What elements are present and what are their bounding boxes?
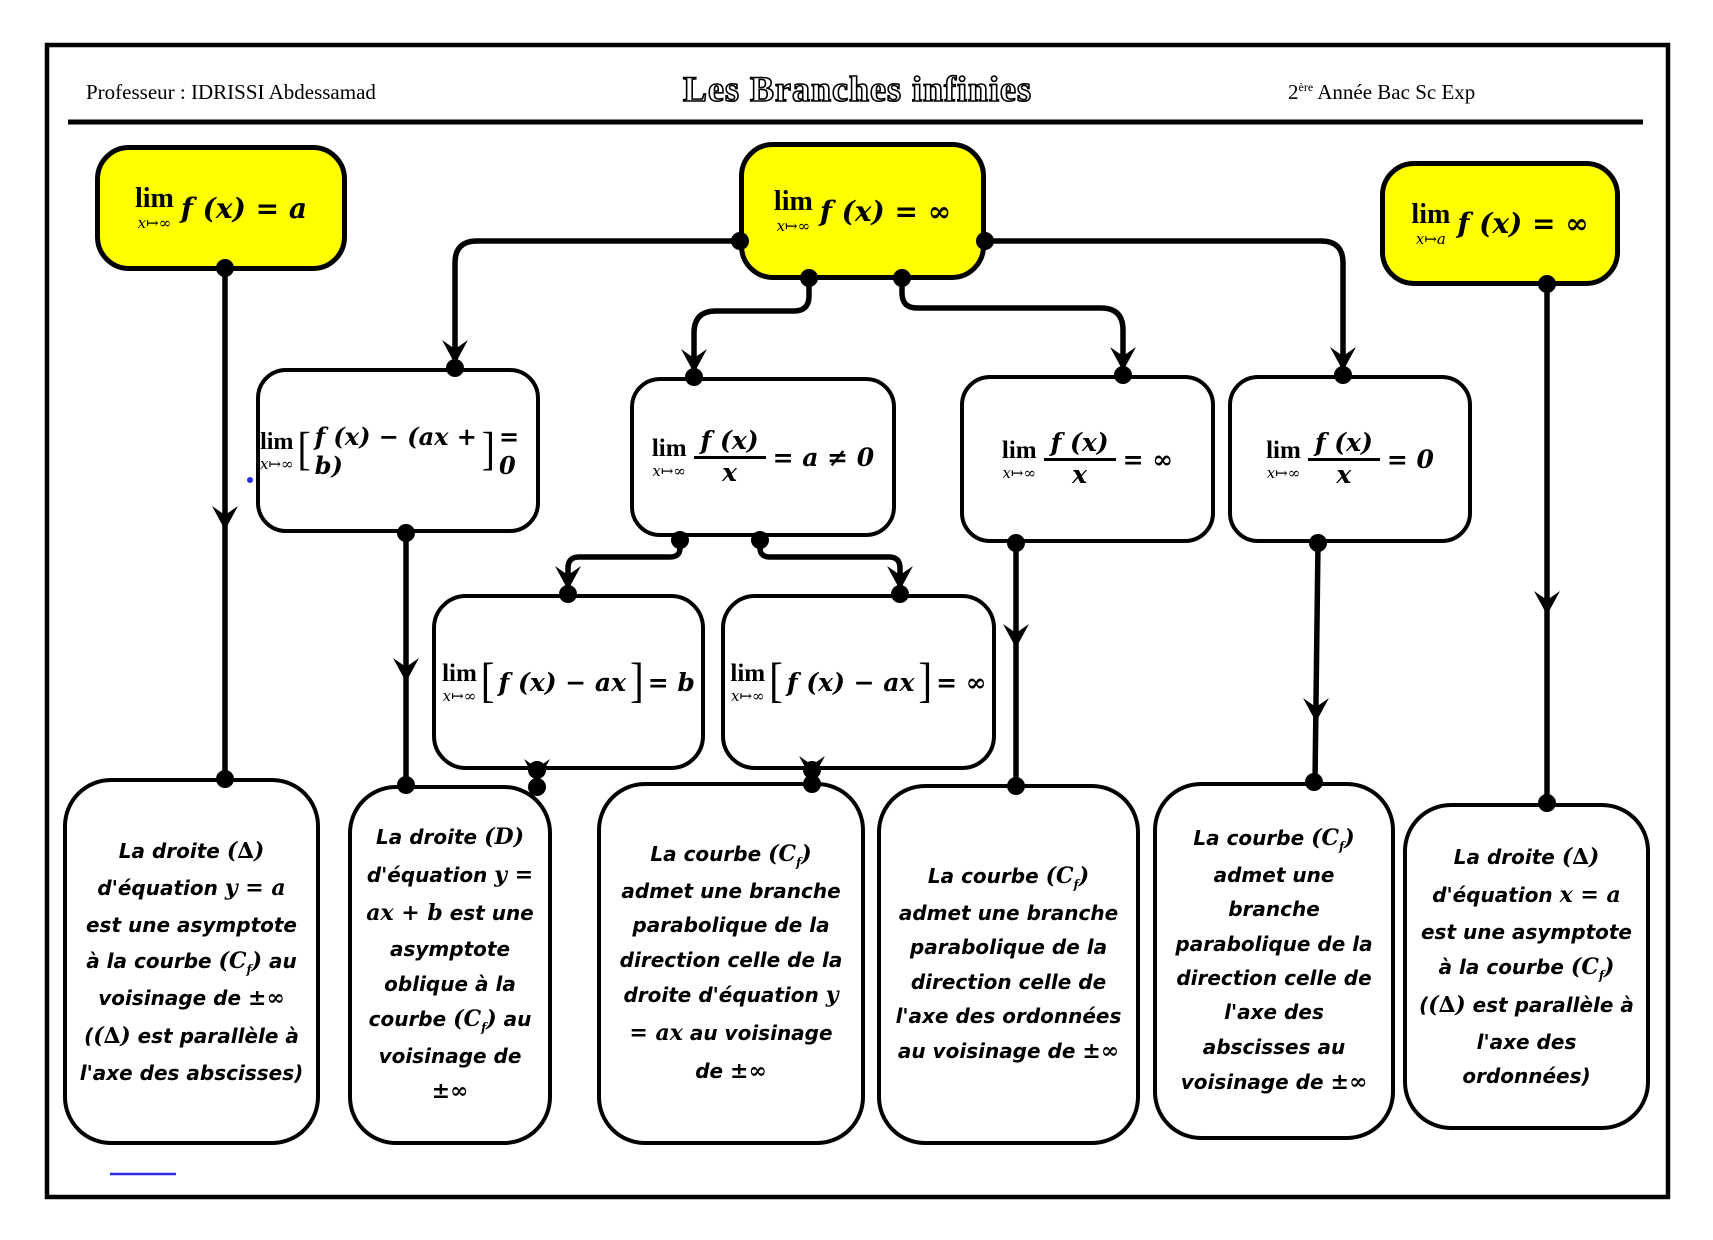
conclusion-text: La courbe (Cf) admet une branche parabol… <box>619 841 843 1084</box>
open-bracket: [ <box>769 652 783 708</box>
close-bracket: ] <box>630 652 644 708</box>
conclusion-vertical-asymptote: La droite (∆) d'équation x = a est une a… <box>1403 803 1650 1130</box>
arrow-r2-to-s1 <box>565 540 683 594</box>
formula-rhs: = ∞ <box>936 667 987 697</box>
formula-body: f (x) − (ax + b) <box>314 421 477 480</box>
arrow-y2-to-r4 <box>985 238 1346 375</box>
conclusion-parabolic-branch-line-y-ax: La courbe (Cf) admet une branche parabol… <box>597 782 865 1145</box>
conclusion-text: La courbe (Cf) admet une branche parabol… <box>895 862 1122 1065</box>
arrow-y2-to-r1 <box>452 238 740 368</box>
fraction: f (x)x <box>1043 428 1116 490</box>
formula-rhs: = b <box>647 667 695 697</box>
formula-rhs: = ∞ <box>1122 444 1174 474</box>
formula-rhs: = a ≠ 0 <box>772 442 875 472</box>
conclusion-parabolic-branch-y-axis: La courbe (Cf) admet une branche parabol… <box>877 784 1140 1145</box>
formula-rhs: = 0 <box>498 421 520 480</box>
conclusion-text: La courbe (Cf) admet une branche parabol… <box>1175 825 1373 1096</box>
conclusion-horizontal-asymptote: La droite (∆) d'équation y = a est une a… <box>63 778 320 1145</box>
arrow-r2-to-s2 <box>757 540 903 594</box>
arrow-y2-to-r2 <box>691 278 812 377</box>
formula-body: f (x) − ax <box>786 667 915 697</box>
grade-base: 2 <box>1288 80 1299 104</box>
fraction: f (x)x <box>693 426 766 488</box>
arrow-r4-to-b5 <box>1312 542 1321 783</box>
formula-body: f (x) = ∞ <box>819 194 952 228</box>
close-bracket: ] <box>918 652 933 708</box>
formula-body: f (x) = ∞ <box>1457 207 1589 240</box>
conclusion-text: La droite (∆) d'équation x = a est une a… <box>1419 844 1634 1089</box>
open-bracket: [ <box>480 652 495 708</box>
fraction: f (x)x <box>1307 428 1380 490</box>
grade-rest: Année Bac Sc Exp <box>1313 80 1476 104</box>
conclusion-text: La droite (∆) d'équation y = a est une a… <box>79 837 304 1086</box>
formula-body: f (x) − ax <box>498 667 627 697</box>
formula-body: f (x) = a <box>180 191 307 225</box>
conclusion-parabolic-branch-x-axis: La courbe (Cf) admet une branche parabol… <box>1153 782 1395 1140</box>
blue-speck <box>247 477 253 483</box>
arrow-y2-to-r3 <box>899 278 1126 375</box>
close-bracket: ] <box>481 422 495 475</box>
open-bracket: [ <box>297 422 311 475</box>
grade-level: 2ère Année Bac Sc Exp <box>1288 80 1475 105</box>
conclusion-oblique-asymptote: La droite (D) d'équation y = ax + b est … <box>348 785 552 1145</box>
formula-rhs: = 0 <box>1386 444 1434 474</box>
grade-superscript: ère <box>1298 80 1314 94</box>
conclusion-text: La droite (D) d'équation y = ax + b est … <box>366 823 534 1105</box>
